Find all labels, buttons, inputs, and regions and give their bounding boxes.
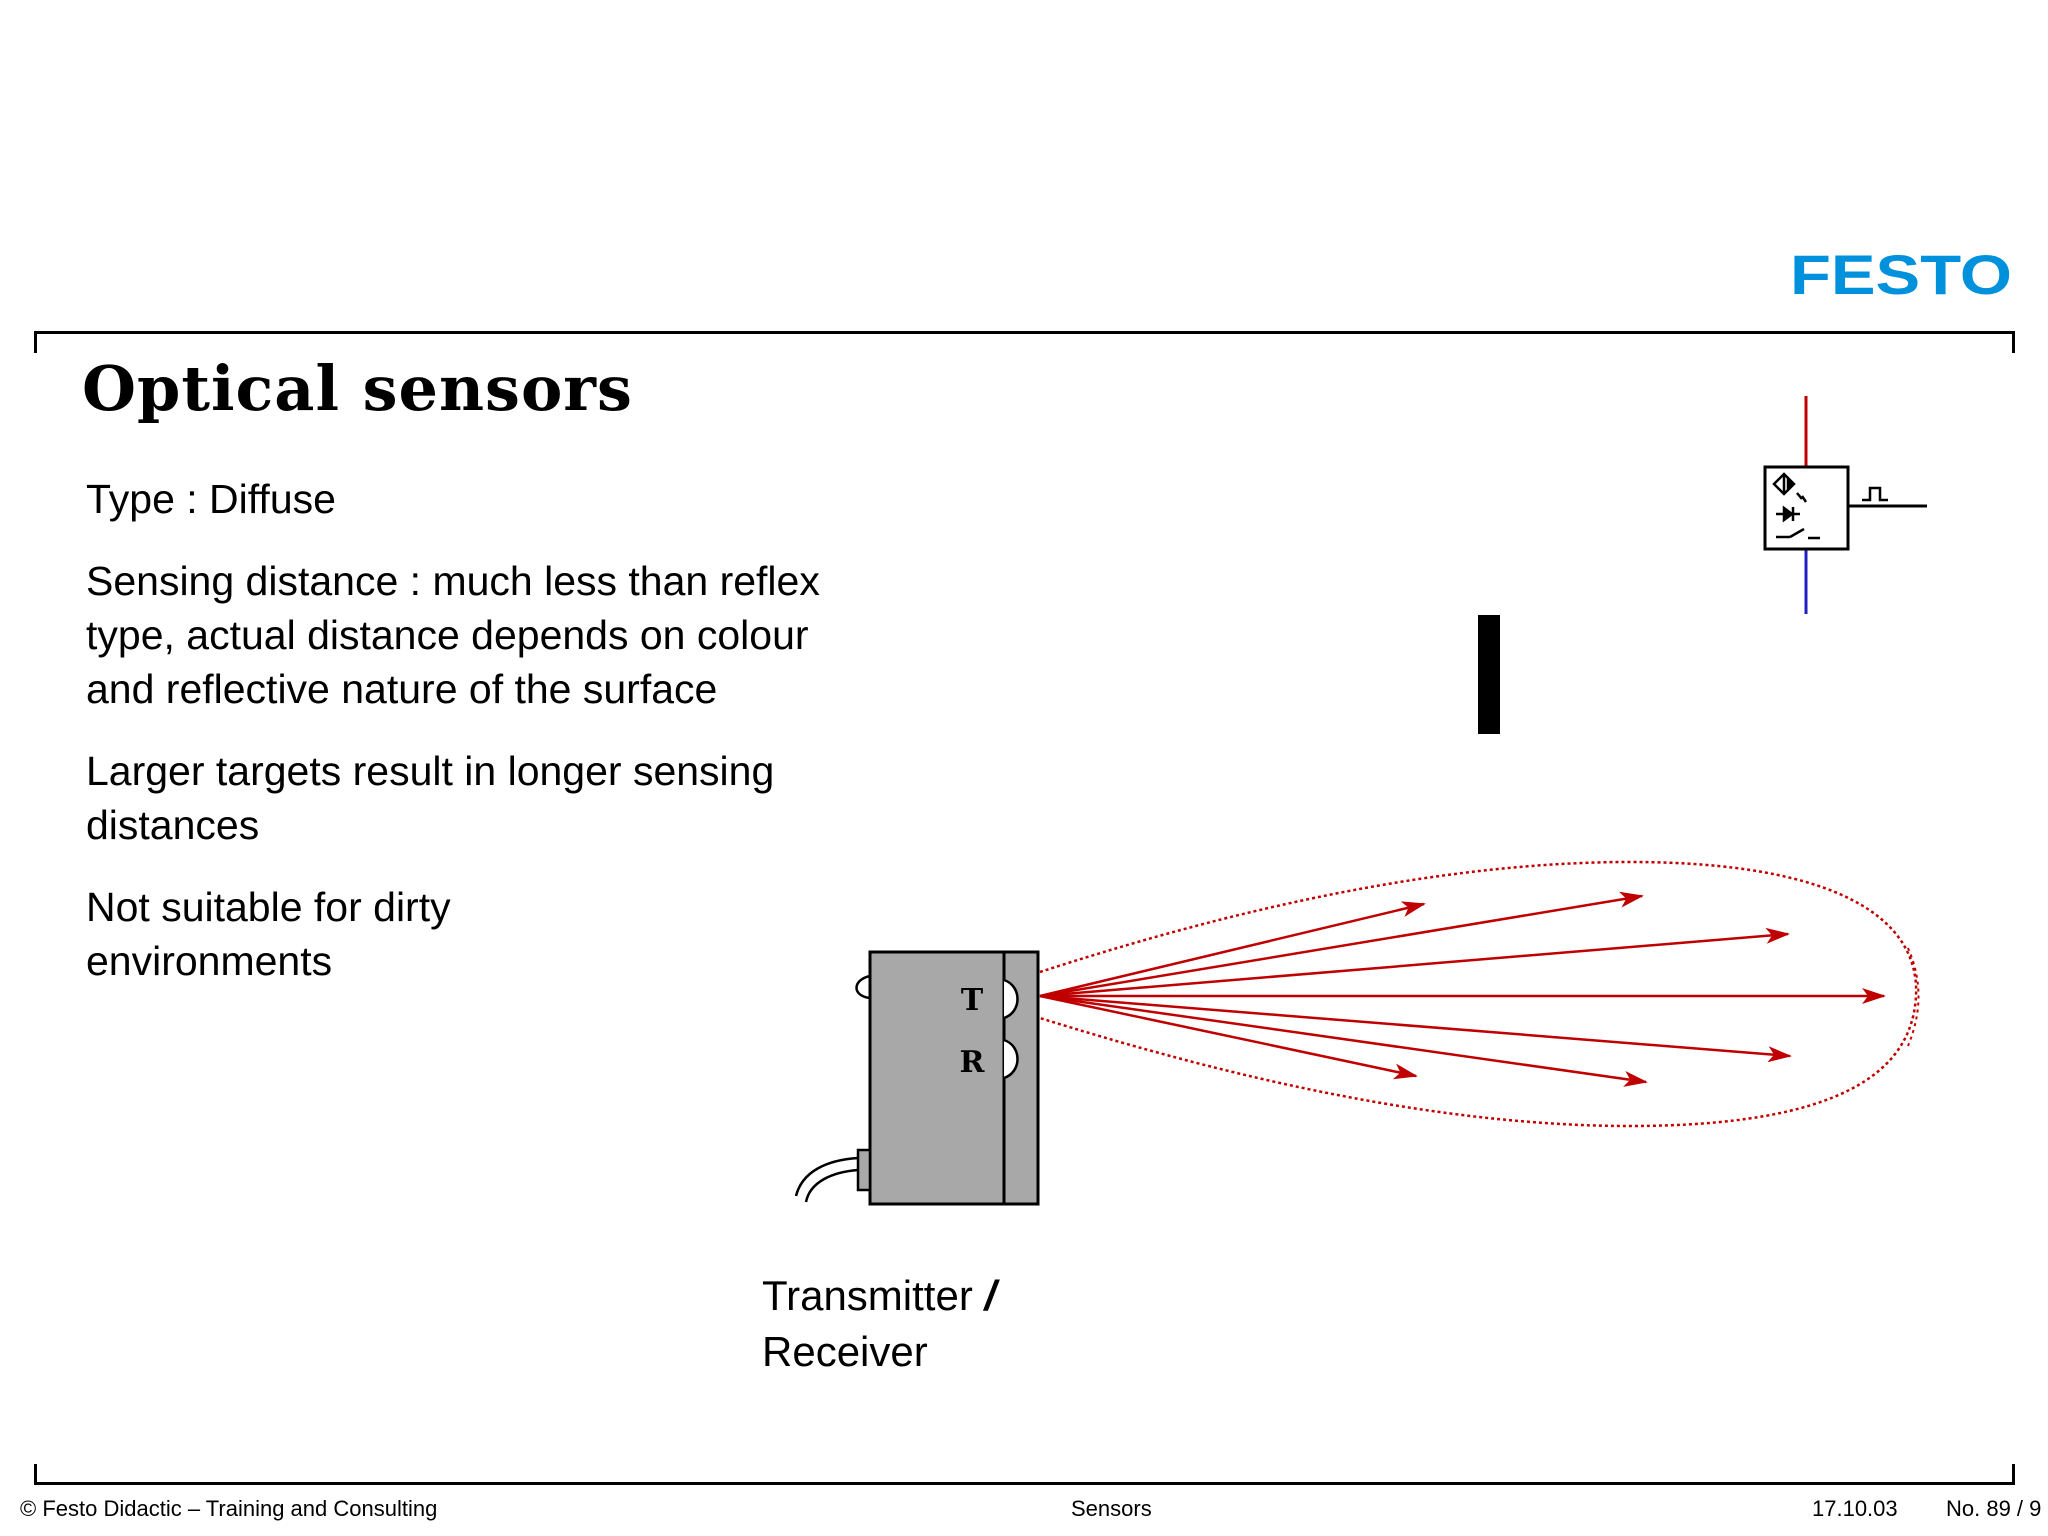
header-rule [34,331,2015,334]
light-ray [1039,891,1644,998]
page-title: Optical sensors [82,352,633,425]
header-rule-right-tick [2012,331,2015,353]
light-ray [1039,901,1426,998]
light-ray [1039,927,1790,998]
bullet-larger-targets: Larger targets result in longer sensing … [86,748,775,848]
lobe-edge [1907,947,1920,1047]
bullet-sensing-distance: Sensing distance : much less than reflex… [86,558,820,712]
footer-rule [34,1482,2015,1485]
light-rays [1039,891,1886,1087]
target-object [1478,615,1500,734]
transmitter-label: T [961,983,984,1018]
festo-logo: FESTO [1790,244,2012,302]
header-rule-left-tick [34,331,37,353]
bullet-dirty-environments: Not suitable for dirty environments [86,884,451,984]
footer-rule-left-tick [34,1464,37,1485]
sensor-circuit-symbol [1763,396,1927,614]
caption-receiver: Receiver [762,1328,928,1375]
caption-slash: / [984,1272,997,1319]
sensor-housing: T R [794,950,1040,1206]
light-ray [1039,994,1418,1080]
diagram-caption: Transmitter / Receiver [762,1268,996,1380]
bullet-list: Type : Diffuse Sensing distance : much l… [86,472,986,1016]
mounting-loop [855,974,871,1000]
festo-logo-text: FESTO [1790,244,2012,302]
footer-date: 17.10.03 [1812,1496,1898,1521]
light-ray [1039,994,1648,1087]
footer-page-number: No. 89 / 9 [1946,1496,2042,1521]
cable-connector [856,1148,872,1192]
footer-topic: Sensors [1071,1496,1152,1521]
pulse-signal-icon [1862,486,1888,502]
receiver-label: R [960,1045,986,1080]
footer-rule-right-tick [2012,1464,2015,1485]
transmitter-lens [1003,978,1019,1020]
footer-copyright: © Festo Didactic – Training and Consulti… [20,1496,438,1521]
sensor-cable [794,1156,859,1197]
receiver-lens [1003,1038,1019,1080]
light-ray [1039,994,1792,1063]
optical-sensor-icon [1772,472,1820,540]
bullet-type: Type : Diffuse [86,476,336,522]
sensor-cable [804,1168,859,1203]
caption-transmitter: Transmitter [762,1272,973,1319]
detection-lobe [1039,860,1918,1128]
